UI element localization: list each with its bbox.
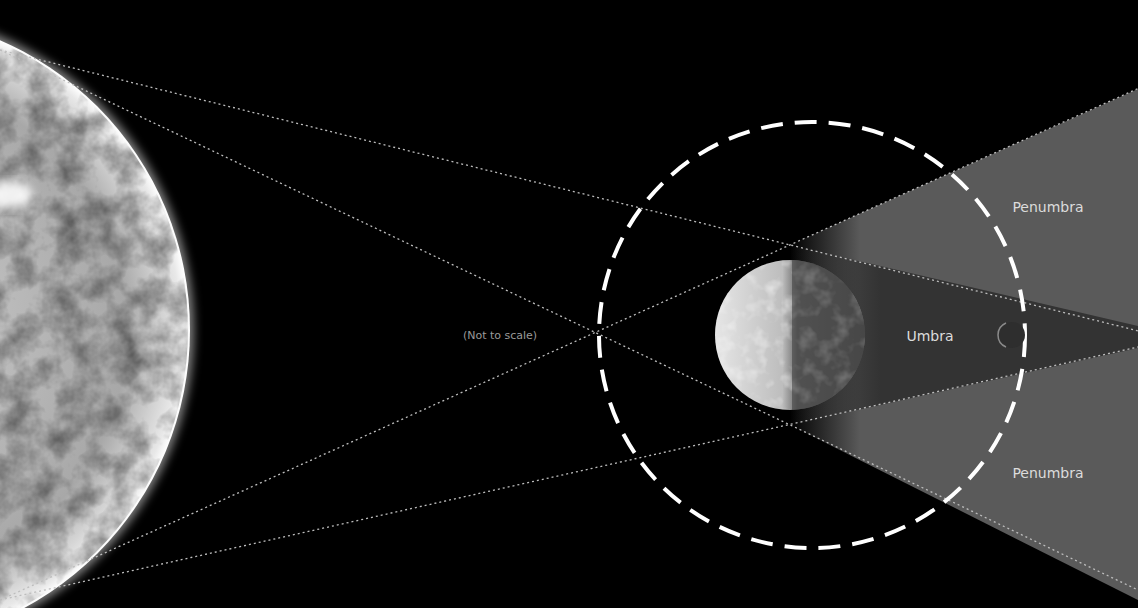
- sight-line: [0, 50, 1138, 590]
- region-label: Penumbra: [1012, 465, 1083, 481]
- penumbra-region: [790, 89, 1138, 600]
- scale-note: (Not to scale): [463, 329, 537, 342]
- earth-night-side: [792, 258, 872, 418]
- moon: [999, 322, 1025, 348]
- sun: [0, 14, 190, 608]
- sight-line: [0, 347, 1138, 600]
- region-label: Umbra: [906, 328, 953, 344]
- moon-rim: [998, 323, 1006, 347]
- sun-glow: [0, 10, 194, 608]
- moon-orbit: [599, 122, 1025, 548]
- sun-texture: [0, 16, 188, 608]
- region-label: Penumbra: [1012, 199, 1083, 215]
- sun-flare: [0, 181, 32, 209]
- sight-line: [0, 50, 1138, 331]
- earth-surface: [715, 258, 872, 418]
- sight-line: [0, 89, 1138, 601]
- umbra-region: [790, 245, 1138, 425]
- sight-lines: [0, 50, 1138, 600]
